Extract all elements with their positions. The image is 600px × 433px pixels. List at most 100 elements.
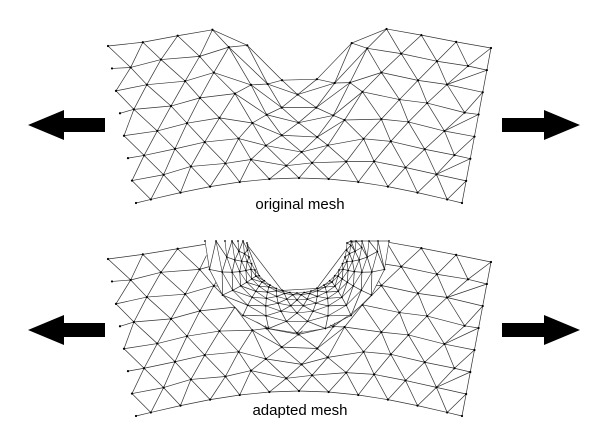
mesh-edge	[286, 374, 313, 379]
arrow-right-icon	[502, 315, 580, 345]
mesh-edge	[358, 181, 388, 187]
mesh-edge	[210, 181, 240, 187]
mesh-edge	[352, 251, 356, 262]
mesh-edge	[482, 70, 488, 93]
mesh-edge	[304, 292, 310, 294]
mesh-node	[288, 291, 291, 294]
mesh-edge	[251, 297, 266, 307]
mesh-edge	[281, 346, 318, 349]
mesh-node	[233, 92, 237, 95]
mesh-edge	[247, 304, 266, 307]
mesh-edge	[363, 351, 391, 355]
mesh-node	[443, 342, 446, 346]
mesh-edge	[219, 117, 253, 124]
refined-region	[205, 239, 389, 331]
mesh-node	[332, 114, 335, 117]
mesh-edge	[185, 285, 214, 295]
mesh-edge	[247, 305, 267, 317]
mesh-node	[296, 292, 298, 294]
mesh-node	[250, 268, 252, 271]
mesh-edge	[115, 67, 131, 92]
mesh-edge	[255, 275, 265, 282]
mesh-edge	[333, 115, 345, 121]
mesh-edge	[436, 387, 467, 395]
mesh-edge	[345, 285, 354, 306]
mesh-edge	[143, 155, 164, 175]
mesh-node	[208, 398, 212, 401]
mesh-node	[238, 393, 241, 397]
mesh-edge	[328, 161, 347, 180]
mesh-node	[352, 284, 355, 287]
mesh-node	[211, 28, 214, 31]
mesh-node	[383, 268, 386, 271]
mesh-edge	[163, 379, 192, 388]
mesh-edge	[328, 391, 359, 396]
mesh-node	[343, 118, 346, 122]
mesh-edge	[252, 296, 267, 299]
mesh-edge	[252, 330, 267, 360]
mesh-edge	[224, 240, 228, 258]
mesh-node	[203, 353, 206, 357]
mesh-edge	[408, 334, 445, 345]
mesh-edge	[286, 165, 300, 179]
mesh-node	[373, 373, 376, 376]
mesh-node	[280, 310, 282, 313]
mesh-edge	[297, 78, 318, 95]
mesh-edge	[213, 46, 230, 73]
mesh-node	[126, 370, 130, 373]
mesh-edge	[292, 294, 298, 301]
mesh-edge	[327, 138, 364, 146]
mesh-edge	[351, 28, 387, 44]
mesh-edge	[163, 387, 181, 406]
mesh-edge	[316, 115, 334, 138]
mesh-edge	[399, 99, 428, 104]
mesh-edge	[344, 119, 364, 140]
mesh-node	[237, 137, 240, 140]
mesh-edge	[281, 334, 299, 348]
mesh-node	[231, 240, 233, 242]
mesh-edge	[373, 161, 389, 187]
mesh-edge	[242, 305, 249, 316]
mesh-node	[460, 414, 464, 418]
mesh-node	[106, 257, 110, 261]
mesh-edge	[204, 330, 220, 356]
mesh-edge	[344, 304, 363, 328]
mesh-edge	[424, 148, 455, 156]
mesh-edge	[345, 305, 352, 316]
mesh-edge	[251, 278, 263, 283]
mesh-edge	[417, 80, 428, 104]
mesh-node	[208, 185, 212, 188]
mesh-edge	[327, 326, 345, 358]
mesh-node	[249, 158, 253, 161]
mesh-edge	[337, 291, 343, 298]
mesh-edge	[123, 321, 135, 349]
mesh-edge	[180, 166, 192, 193]
mesh-node	[300, 363, 303, 366]
mesh-edge	[317, 296, 328, 299]
mesh-node	[469, 157, 472, 160]
mesh-edge	[399, 293, 419, 313]
mesh-node	[212, 71, 215, 74]
mesh-node	[264, 304, 267, 307]
mesh-node	[343, 325, 346, 329]
mesh-edge	[461, 393, 467, 417]
mesh-edge	[251, 263, 256, 271]
mesh-edge	[421, 34, 457, 43]
mesh-edge	[486, 261, 492, 285]
mesh-edge	[245, 261, 248, 271]
mesh-edge	[252, 114, 267, 124]
mesh-edge	[130, 271, 162, 281]
mesh-node	[173, 147, 177, 150]
mesh-edge	[381, 285, 400, 313]
mesh-edge	[222, 294, 244, 316]
mesh-edge	[252, 329, 282, 348]
mesh-node	[179, 404, 182, 407]
mesh-node	[489, 46, 493, 50]
mesh-edge	[265, 302, 279, 307]
mesh-node	[246, 249, 249, 252]
mesh-edge	[298, 122, 318, 138]
mesh-edge	[381, 72, 419, 81]
mesh-edge	[373, 374, 389, 400]
mesh-node	[243, 252, 246, 255]
mesh-node	[435, 273, 439, 276]
